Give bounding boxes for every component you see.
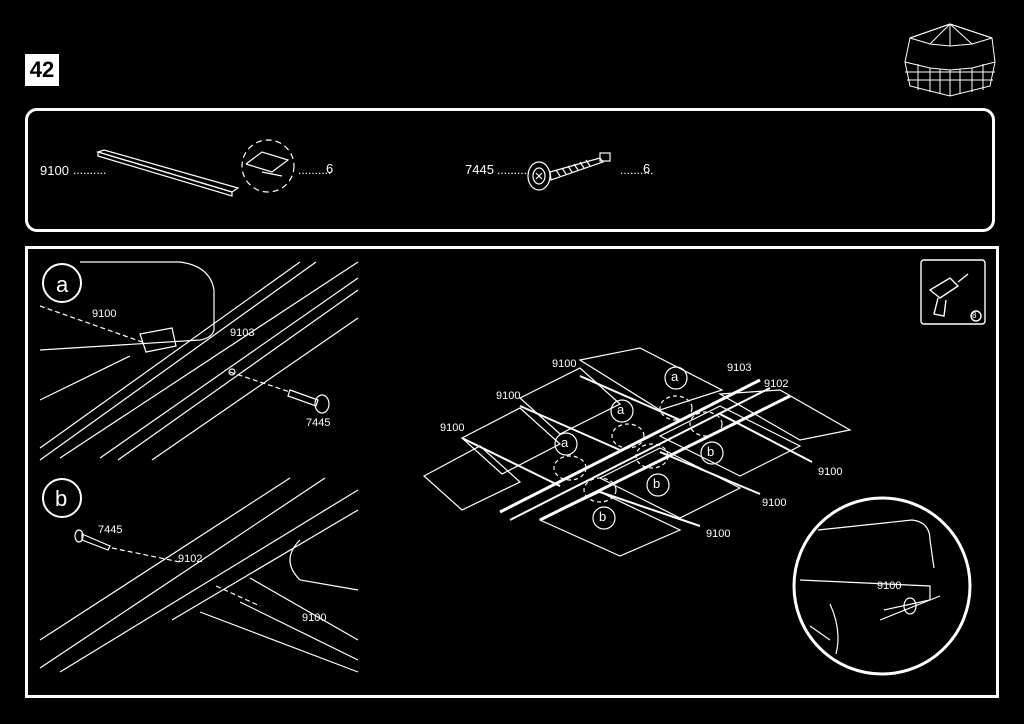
part-qty-9100: 6: [326, 161, 334, 176]
callout-b: b: [707, 444, 715, 459]
overview-label-9102: 9102: [764, 378, 789, 390]
label-7445: 7445: [98, 524, 123, 536]
part-dots: ..........: [73, 163, 107, 177]
label-9103: 9103: [230, 327, 255, 339]
qty-dots: ..........: [298, 163, 332, 177]
callout-a: a: [561, 435, 569, 450]
overview-label-9100: 9100: [818, 466, 843, 478]
part-qty-7445: 6: [643, 161, 651, 176]
qty-dots: ..........: [620, 163, 654, 177]
step-number: 42: [25, 54, 59, 86]
parts-list-panel: [25, 108, 995, 232]
callout-a: a: [617, 402, 625, 417]
part-code-7445: 7445: [465, 162, 494, 177]
label-9100: 9100: [92, 308, 117, 320]
assembly-panel: [25, 246, 999, 698]
detail-a-label: a: [56, 272, 69, 297]
label-9102: 9102: [178, 553, 203, 565]
overview-label-9103: 9103: [727, 362, 752, 374]
zoom-label-9100: 9100: [877, 580, 902, 592]
part-dots: ..........: [497, 163, 531, 177]
part-code-9100: 9100: [40, 163, 69, 178]
label-9100: 9100: [302, 612, 327, 624]
callout-b: b: [599, 509, 607, 524]
drill-badge: 8: [972, 311, 977, 320]
detail-b-label: b: [55, 486, 68, 511]
callout-b: b: [653, 476, 661, 491]
overview-label-9100: 9100: [762, 497, 787, 509]
overview-label-9100: 9100: [496, 390, 521, 402]
label-7445: 7445: [306, 417, 331, 429]
overview-label-9100: 9100: [440, 422, 465, 434]
overview-label-9100: 9100: [706, 528, 731, 540]
callout-a: a: [671, 369, 679, 384]
overview-label-9100: 9100: [552, 358, 577, 370]
